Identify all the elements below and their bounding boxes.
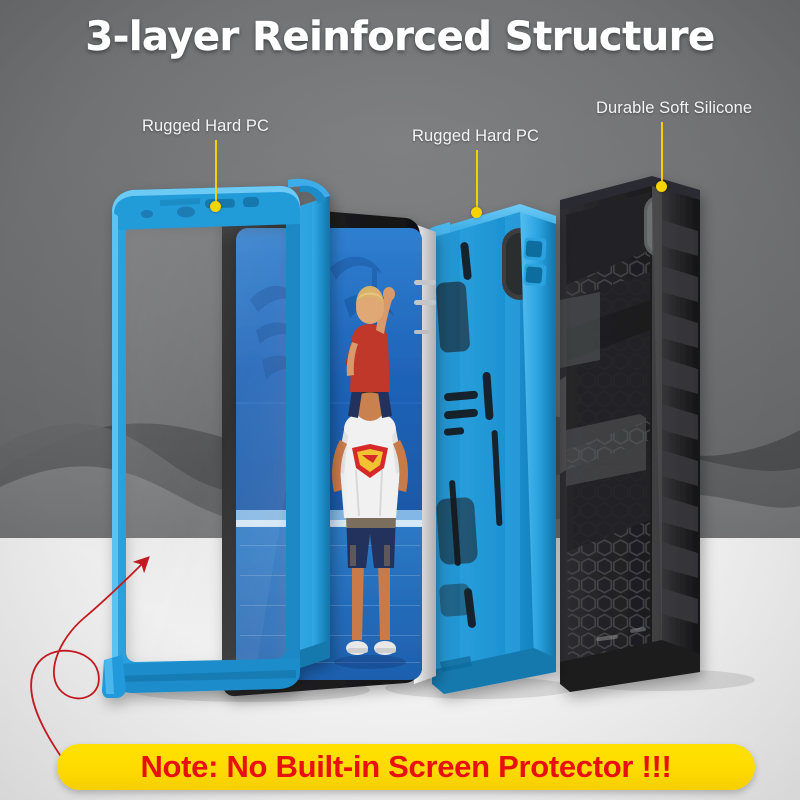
callout-label-middle-shell: Rugged Hard PC [412,127,540,145]
note-text: Note: No Built-in Screen Protector !!! [140,748,672,784]
page-title: 3-layer Reinforced Structure [85,14,715,60]
callout-label-front-bezel: Rugged Hard PC [142,117,270,135]
silicone-grip-ridges [662,220,698,624]
front-bezel-frame [102,178,330,698]
shell-hinge-blocks [523,237,547,287]
leader-dot-front-bezel [210,201,221,212]
leader-dot-middle-shell [471,207,482,218]
leader-line-front-bezel [215,140,217,204]
outer-silicone-cover [560,176,700,692]
leader-dot-silicone [656,181,667,192]
screen-figure-pair [332,286,408,655]
callout-label-silicone: Durable Soft Silicone [596,99,753,117]
leader-line-silicone [661,122,663,184]
leader-line-middle-shell [476,150,478,210]
note-banner: Note: No Built-in Screen Protector !!! [57,744,755,790]
